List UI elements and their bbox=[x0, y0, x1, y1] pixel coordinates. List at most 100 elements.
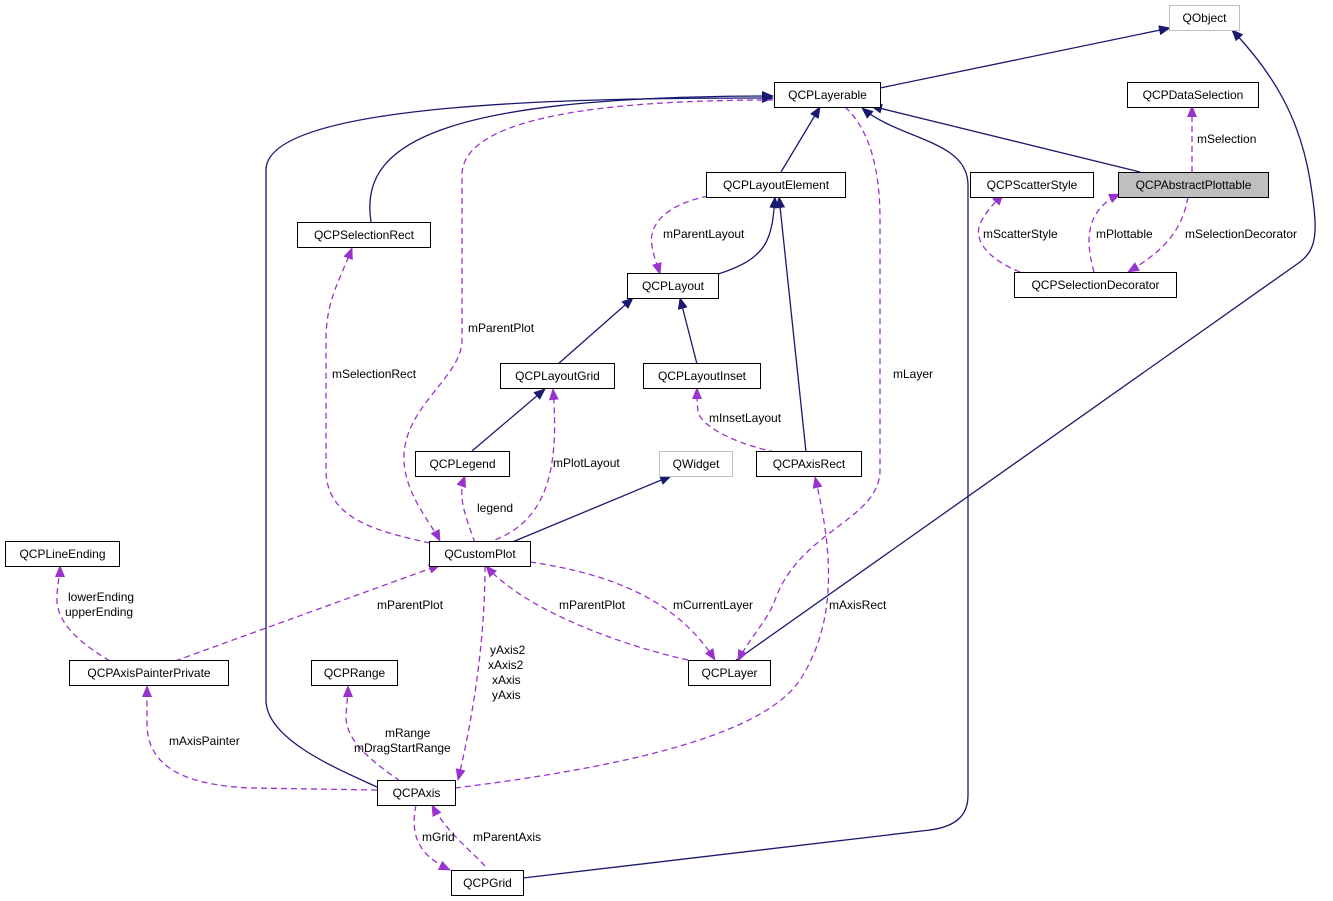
label-mrange: mRange bbox=[385, 726, 431, 740]
label-mparentaxis: mParentAxis bbox=[473, 830, 541, 844]
node-qcplineending-label: QCPLineEnding bbox=[19, 547, 105, 561]
nodes: QObject QCPLayerable QCPDataSelection QC… bbox=[5, 5, 1269, 896]
node-qcpaxispainterprivate-label: QCPAxisPainterPrivate bbox=[87, 666, 210, 680]
label-legend: legend bbox=[477, 501, 513, 515]
edge-mgrid bbox=[413, 804, 451, 871]
label-yaxis: yAxis bbox=[492, 688, 521, 702]
node-qcplayoutelement[interactable]: QCPLayoutElement bbox=[706, 172, 846, 198]
label-mparentplot-top: mParentPlot bbox=[468, 321, 535, 335]
edge-mplotlayout bbox=[485, 388, 559, 544]
node-qcplineending[interactable]: QCPLineEnding bbox=[5, 541, 120, 567]
label-mlayer: mLayer bbox=[893, 367, 933, 381]
label-lowerending: lowerEnding bbox=[68, 590, 134, 604]
edge-minsetlayout bbox=[692, 387, 776, 453]
label-upperending: upperEnding bbox=[65, 605, 133, 619]
edge-layerable-to-qobject bbox=[879, 25, 1171, 89]
edge-layout-to-layoutelement bbox=[717, 196, 780, 275]
node-qcprange[interactable]: QCPRange bbox=[311, 660, 398, 686]
edge-lowerending bbox=[54, 565, 111, 662]
label-xaxis2: xAxis2 bbox=[488, 658, 524, 672]
edge-axis-to-layerable bbox=[265, 93, 774, 788]
node-qcpdataselection-label: QCPDataSelection bbox=[1143, 88, 1244, 102]
node-qcpaxisrect[interactable]: QCPAxisRect bbox=[756, 451, 862, 477]
node-qcplayer-label: QCPLayer bbox=[701, 666, 757, 680]
node-qcplegend[interactable]: QCPLegend bbox=[415, 451, 510, 477]
edge-mcurrentlayer bbox=[529, 561, 716, 661]
node-qcpselectiondecorator[interactable]: QCPSelectionDecorator bbox=[1014, 272, 1177, 298]
edge-mlayer bbox=[737, 106, 881, 662]
edge-yaxis bbox=[455, 565, 486, 781]
edge-mparentplot-painter bbox=[174, 564, 441, 662]
node-qcpabstractplottable-label: QCPAbstractPlottable bbox=[1136, 178, 1252, 192]
edge-abstractplottable-to-layerable bbox=[870, 103, 1141, 173]
edge-mparentlayout bbox=[650, 195, 709, 275]
node-qcplayout[interactable]: QCPLayout bbox=[627, 273, 719, 299]
edge-maxisrect bbox=[454, 476, 830, 789]
edge-axisrect-to-layoutelement bbox=[775, 196, 807, 453]
edge-legend bbox=[456, 475, 476, 544]
node-qcplayoutgrid[interactable]: QCPLayoutGrid bbox=[500, 363, 615, 389]
edge-layoutgrid-to-layout bbox=[557, 297, 634, 365]
node-qcpselectionrect[interactable]: QCPSelectionRect bbox=[297, 222, 431, 248]
edge-legend-to-layoutgrid bbox=[471, 388, 546, 452]
edge-mparentplot-layer bbox=[485, 565, 689, 661]
node-qcpselectiondecorator-label: QCPSelectionDecorator bbox=[1031, 278, 1159, 292]
edge-selectionrect-to-layerable bbox=[369, 91, 774, 223]
node-qcpgrid-label: QCPGrid bbox=[463, 876, 512, 890]
node-qcpscatterstyle-label: QCPScatterStyle bbox=[987, 178, 1078, 192]
label-mparentlayout: mParentLayout bbox=[663, 227, 745, 241]
label-maxispainter: mAxisPainter bbox=[169, 734, 240, 748]
label-mscatterstyle: mScatterStyle bbox=[983, 227, 1058, 241]
label-mselectionrect: mSelectionRect bbox=[332, 367, 417, 381]
node-qcplayoutinset[interactable]: QCPLayoutInset bbox=[643, 363, 761, 389]
edge-labels: mSelection mScatterStyle mPlottable mSel… bbox=[65, 132, 1297, 844]
node-qcplayerable-label: QCPLayerable bbox=[788, 88, 867, 102]
node-qcplayoutinset-label: QCPLayoutInset bbox=[658, 369, 747, 383]
node-qcustomplot[interactable]: QCustomPlot bbox=[429, 541, 531, 567]
label-mplotlayout: mPlotLayout bbox=[553, 456, 620, 470]
edge-maxispainter bbox=[142, 685, 378, 791]
edge-layer-to-qobject bbox=[734, 29, 1316, 662]
node-qcpaxisrect-label: QCPAxisRect bbox=[773, 457, 846, 471]
node-qcpabstractplottable[interactable]: QCPAbstractPlottable bbox=[1118, 172, 1269, 198]
edge-mparentplot-top bbox=[403, 99, 774, 542]
node-qcpaxis[interactable]: QCPAxis bbox=[377, 780, 456, 806]
label-mgrid: mGrid bbox=[422, 830, 455, 844]
label-mparentplot-layer: mParentPlot bbox=[559, 598, 626, 612]
edge-layoutelement-to-layerable bbox=[780, 106, 821, 173]
label-mparentplot-painter: mParentPlot bbox=[377, 598, 444, 612]
label-mplottable: mPlottable bbox=[1096, 227, 1153, 241]
usage-edges bbox=[54, 99, 1197, 871]
node-qcpaxispainterprivate[interactable]: QCPAxisPainterPrivate bbox=[69, 660, 229, 686]
node-qobject[interactable]: QObject bbox=[1169, 5, 1240, 31]
label-maxisrect: mAxisRect bbox=[829, 598, 887, 612]
node-qcplayerable[interactable]: QCPLayerable bbox=[774, 82, 881, 108]
node-qcpscatterstyle[interactable]: QCPScatterStyle bbox=[970, 172, 1094, 198]
label-minsetlayout: mInsetLayout bbox=[709, 411, 782, 425]
node-qcplayoutelement-label: QCPLayoutElement bbox=[723, 178, 830, 192]
label-xaxis: xAxis bbox=[492, 673, 521, 687]
node-qcplayer[interactable]: QCPLayer bbox=[688, 660, 771, 686]
node-qobject-label: QObject bbox=[1182, 11, 1227, 25]
node-qcprange-label: QCPRange bbox=[324, 666, 386, 680]
node-qcpaxis-label: QCPAxis bbox=[393, 786, 441, 800]
node-qcplayoutgrid-label: QCPLayoutGrid bbox=[515, 369, 600, 383]
node-qwidget[interactable]: QWidget bbox=[659, 451, 733, 477]
node-qwidget-label: QWidget bbox=[673, 457, 720, 471]
edge-layoutinset-to-layout bbox=[677, 297, 698, 365]
edge-mselectionrect bbox=[325, 247, 431, 544]
node-qcpgrid[interactable]: QCPGrid bbox=[451, 870, 524, 896]
edge-customplot-to-qwidget bbox=[509, 475, 672, 544]
node-qcpselectionrect-label: QCPSelectionRect bbox=[314, 228, 415, 242]
edge-mselectiondecorator bbox=[1127, 196, 1189, 273]
edge-mplottable bbox=[1088, 193, 1121, 273]
node-qcplayout-label: QCPLayout bbox=[642, 279, 705, 293]
edge-grid-to-layerable bbox=[522, 107, 969, 879]
node-qcplegend-label: QCPLegend bbox=[429, 457, 495, 471]
label-mselection: mSelection bbox=[1197, 132, 1256, 146]
label-mdragstartrange: mDragStartRange bbox=[354, 741, 451, 755]
node-qcpdataselection[interactable]: QCPDataSelection bbox=[1127, 82, 1259, 108]
node-qcustomplot-label: QCustomPlot bbox=[444, 547, 516, 561]
inheritance-edges bbox=[265, 25, 1316, 879]
